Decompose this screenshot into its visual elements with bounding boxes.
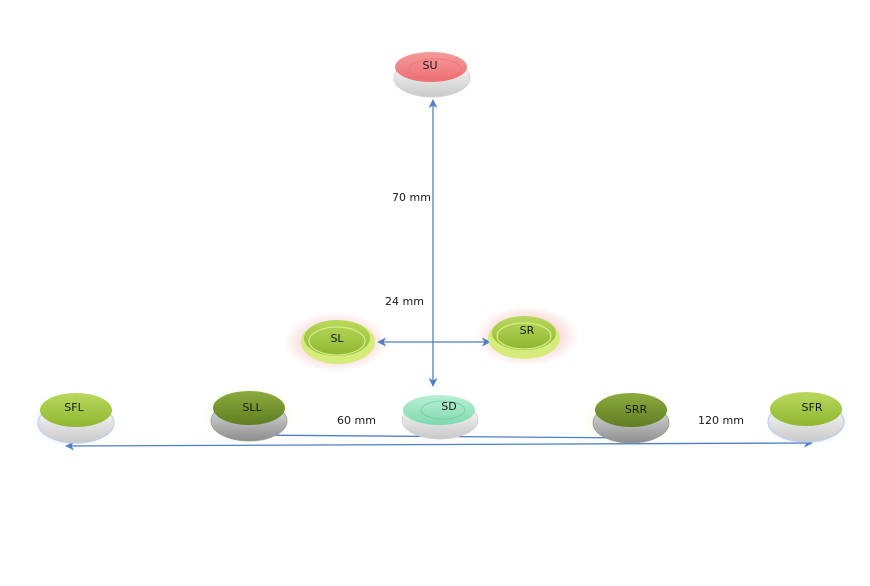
node-sfl-label: SFL: [64, 401, 84, 414]
node-sfr: SFR: [767, 392, 845, 443]
node-su-label: SU: [422, 59, 437, 72]
node-sr-label: SR: [520, 324, 535, 337]
node-sll: SLL: [210, 391, 288, 442]
node-su: SU: [393, 52, 471, 98]
outer-arrow: [65, 438, 813, 451]
node-sl-label: SL: [330, 332, 344, 345]
node-sll-label: SLL: [242, 401, 262, 414]
outer-dimension-label: 120 mm: [698, 414, 744, 427]
inner-dimension-label: 60 mm: [337, 414, 376, 427]
node-srr-label: SRR: [625, 403, 648, 416]
node-sd: SD: [401, 395, 479, 440]
node-sfl: SFL: [37, 393, 115, 444]
node-sfr-label: SFR: [802, 401, 823, 414]
vertical-dimension-label: 70 mm: [392, 191, 431, 204]
node-sr: SR: [488, 316, 560, 359]
node-srr: SRR: [592, 393, 670, 444]
lateral-dimension-label: 24 mm: [385, 295, 424, 308]
node-sd-label: SD: [441, 400, 456, 413]
node-sl: SL: [301, 320, 375, 364]
